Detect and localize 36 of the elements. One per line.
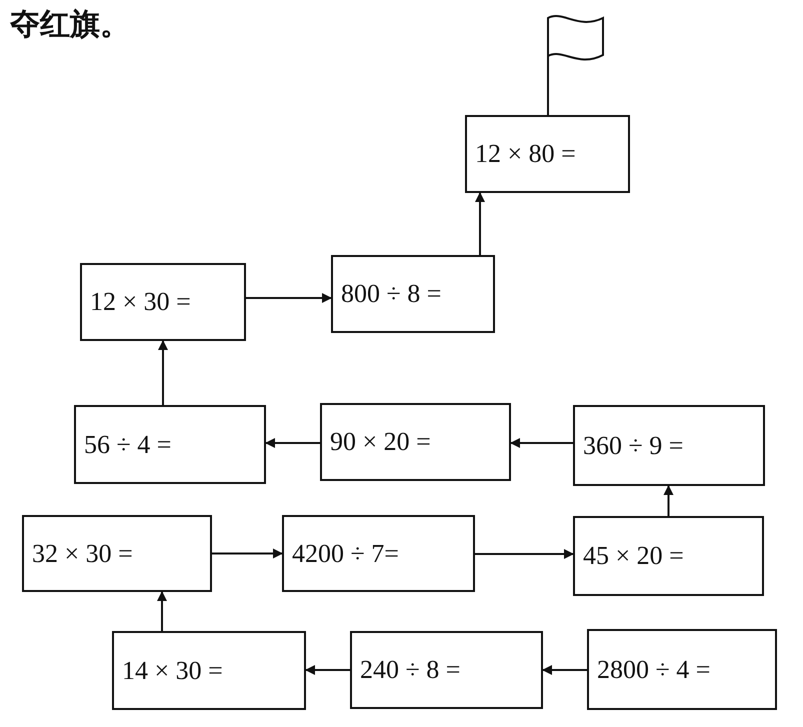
- equation-text: 56 ÷ 4 =: [84, 430, 172, 460]
- equation-box: [573, 405, 765, 486]
- equation-text: 32 × 30 =: [32, 538, 133, 568]
- equation-text: 360 ÷ 9 =: [583, 430, 684, 460]
- equation-box: [331, 255, 495, 333]
- arrow: [510, 438, 573, 448]
- equation-box: [587, 629, 777, 710]
- equation-box: [80, 263, 246, 341]
- arrow: [212, 548, 283, 558]
- equation-text: 4200 ÷ 7=: [292, 538, 399, 568]
- arrow: [305, 665, 350, 675]
- arrow: [475, 192, 485, 255]
- arrow: [542, 665, 587, 675]
- equation-box: [282, 515, 475, 592]
- equation-box: [465, 115, 630, 193]
- arrow: [158, 340, 168, 405]
- title: 夺红旗。: [10, 6, 130, 44]
- equation-box: [350, 631, 543, 709]
- equation-box: [74, 405, 266, 484]
- equation-text: 45 × 20 =: [583, 541, 684, 571]
- equation-box: [573, 516, 764, 596]
- equation-text: 2800 ÷ 4 =: [597, 654, 710, 684]
- equation-text: 800 ÷ 8 =: [341, 279, 442, 309]
- equation-text: 240 ÷ 8 =: [360, 655, 460, 685]
- equation-box: [22, 515, 212, 592]
- equation-box: [112, 631, 306, 710]
- equation-box: [320, 403, 511, 481]
- arrow: [246, 293, 332, 303]
- equation-text: 90 × 20 =: [330, 427, 431, 457]
- equation-text: 12 × 30 =: [90, 287, 191, 317]
- equation-text: 12 × 80 =: [475, 139, 576, 169]
- equation-text: 14 × 30 =: [122, 656, 223, 686]
- arrow: [664, 485, 674, 516]
- arrow: [265, 438, 320, 448]
- arrow: [157, 591, 167, 631]
- arrow: [475, 549, 574, 559]
